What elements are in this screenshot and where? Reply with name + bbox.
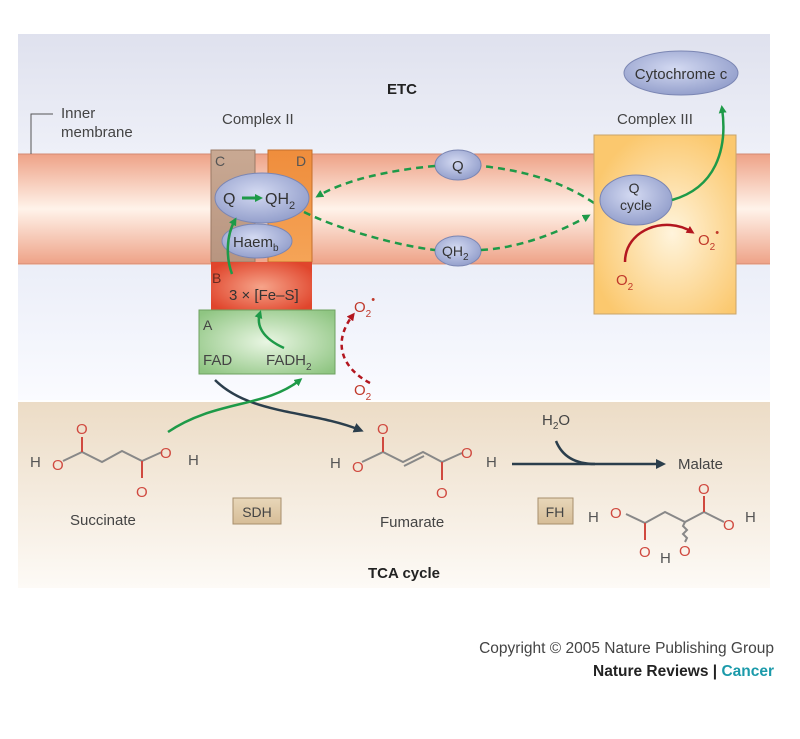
cytochrome-c-ellipse[interactable]: [623, 50, 739, 96]
svg-text:H: H: [188, 452, 199, 469]
fumarate-label: Fumarate: [380, 514, 444, 531]
complex-iii-superoxide-label: O2•: [698, 227, 719, 253]
complex-ii-title: Complex II: [222, 111, 294, 128]
svg-text:O: O: [377, 421, 389, 438]
subunit-b-label: B: [212, 270, 221, 286]
svg-text:O: O: [698, 481, 710, 498]
etc-panel: [18, 34, 770, 154]
svg-text:O: O: [352, 459, 364, 476]
fe-s-label: 3 × [Fe–S]: [229, 287, 299, 304]
fad-reduction-arrow: [167, 378, 303, 434]
q-pool-ellipse[interactable]: [434, 149, 482, 181]
subunit-b: [211, 262, 312, 312]
svg-text:H: H: [588, 509, 599, 526]
subunit-a-label: A: [203, 317, 213, 333]
svg-text:O: O: [461, 445, 473, 462]
water-addition-arrow: [554, 440, 596, 466]
malate-structure: [625, 496, 725, 543]
malate-atoms: H O O O O H O H: [588, 481, 756, 567]
complex-iii-ros-arrow: [623, 223, 695, 263]
complex-ii-superoxide-label: O2•: [354, 294, 375, 320]
svg-text:O: O: [52, 457, 64, 474]
tca-cycle-title: TCA cycle: [368, 565, 440, 582]
complex-iii-o2-label: O2: [616, 272, 634, 293]
qh2-label: QH2: [265, 191, 295, 212]
qh2-pool-ellipse[interactable]: [434, 235, 482, 267]
qh2-pool-label: QH2: [442, 243, 469, 263]
complex-iii-title: Complex III: [617, 111, 693, 128]
svg-text:O: O: [136, 484, 148, 501]
journal-separator: |: [708, 663, 722, 680]
q-return-dashed-arrow: [318, 164, 595, 205]
fh-enzyme-box: [537, 497, 574, 525]
qh2-forward-dashed-arrow: [303, 212, 588, 252]
succinate-structure: [62, 437, 163, 478]
fadh2-to-fes-arrow: [254, 310, 285, 350]
svg-text:O: O: [679, 543, 691, 560]
fumarate-atoms: H O O O O H: [330, 421, 497, 502]
journal-section: Cancer: [721, 663, 774, 680]
haem-b-label: Haemb: [233, 234, 279, 254]
fes-to-q-arrow: [226, 217, 237, 275]
subunit-c-label: C: [215, 153, 225, 169]
fumarate-structure: [361, 437, 463, 480]
inner-membrane-bracket: [30, 113, 53, 154]
water-label: H2O: [542, 412, 570, 432]
svg-text:O: O: [160, 445, 172, 462]
subunit-a: [198, 309, 336, 375]
malate-label: Malate: [678, 456, 723, 473]
complex-ii-o2-label: O2: [354, 382, 372, 403]
q-cycle-label: Q cycle: [620, 180, 652, 213]
tca-panel: [18, 402, 770, 588]
inner-membrane-label: Inner membrane: [61, 105, 133, 141]
svg-text:O: O: [723, 517, 735, 534]
svg-text:H: H: [486, 454, 497, 471]
svg-text:H: H: [660, 550, 671, 567]
q-pool-label: Q: [452, 158, 464, 175]
copyright-notice: Copyright © 2005 Nature Publishing Group: [479, 640, 774, 657]
svg-text:O: O: [76, 421, 88, 438]
svg-text:O: O: [436, 485, 448, 502]
sdh-label: SDH: [242, 504, 272, 520]
succinate-label: Succinate: [70, 512, 136, 529]
complex-ii-ros-arrow: [340, 312, 371, 385]
sdh-enzyme-box: [232, 497, 282, 525]
subunit-d-label: D: [296, 153, 306, 169]
fad-label: FAD: [203, 352, 232, 369]
svg-text:H: H: [745, 509, 756, 526]
haem-b-ellipse[interactable]: [221, 223, 293, 259]
complex-ii: C D B 3 × [Fe–S] A FAD FADH2 Q QH2 Haemb…: [198, 149, 375, 403]
etc-tca-diagram: ETC Inner membrane Complex II C D B 3 × …: [18, 34, 770, 588]
fh-label: FH: [546, 504, 565, 520]
cytochrome-c-label: Cytochrome c: [635, 66, 728, 83]
succinate-atoms: H O O O O H: [30, 421, 199, 501]
journal-brand: Nature Reviews | Cancer: [593, 663, 774, 681]
svg-text:O: O: [639, 544, 651, 561]
q-cycle-to-cytochrome-arrow: [671, 105, 727, 202]
svg-text:H: H: [330, 455, 341, 472]
svg-text:O: O: [610, 505, 622, 522]
q-label: Q: [223, 191, 235, 208]
journal-name: Nature Reviews: [593, 663, 709, 680]
fadh2-label: FADH2: [266, 352, 312, 373]
etc-title: ETC: [387, 81, 417, 98]
succinate-to-fumarate-arrow: [214, 379, 364, 433]
svg-text:H: H: [30, 454, 41, 471]
